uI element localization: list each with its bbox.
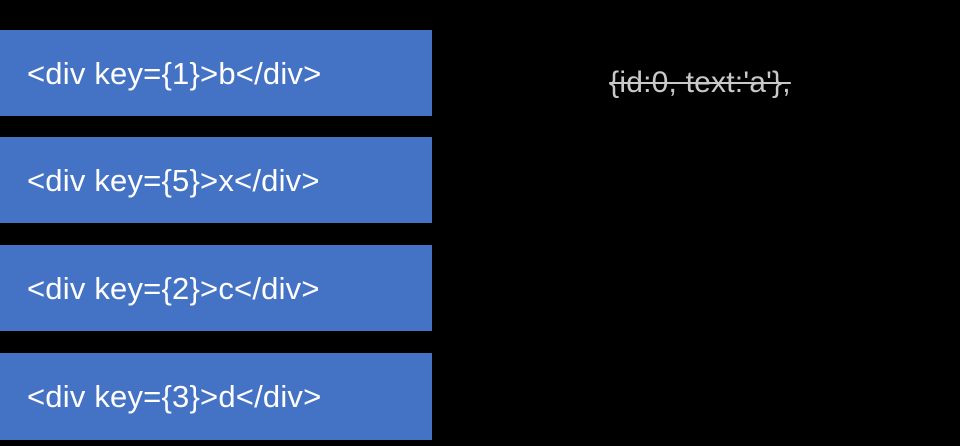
data-model-column: {id:0, text:'a'}, [440, 0, 960, 446]
data-model-entry: {id:0, text:'a'}, [440, 66, 960, 99]
dom-node-label: <div key={1}>b</div> [27, 55, 322, 91]
dom-node-block[interactable]: <div key={3}>d</div> [0, 353, 432, 440]
dom-node-label: <div key={5}>x</div> [27, 162, 320, 198]
dom-node-block[interactable]: <div key={5}>x</div> [0, 137, 432, 223]
dom-node-label: <div key={2}>c</div> [27, 270, 320, 306]
dom-node-block[interactable]: <div key={2}>c</div> [0, 245, 432, 331]
data-model-entry-label: {id:0, text:'a'}, [609, 66, 791, 99]
dom-node-block[interactable]: <div key={1}>b</div> [0, 30, 432, 116]
rendered-dom-nodes-column: <div key={1}>b</div> <div key={5}>x</div… [0, 0, 432, 446]
dom-node-label: <div key={3}>d</div> [27, 379, 322, 414]
